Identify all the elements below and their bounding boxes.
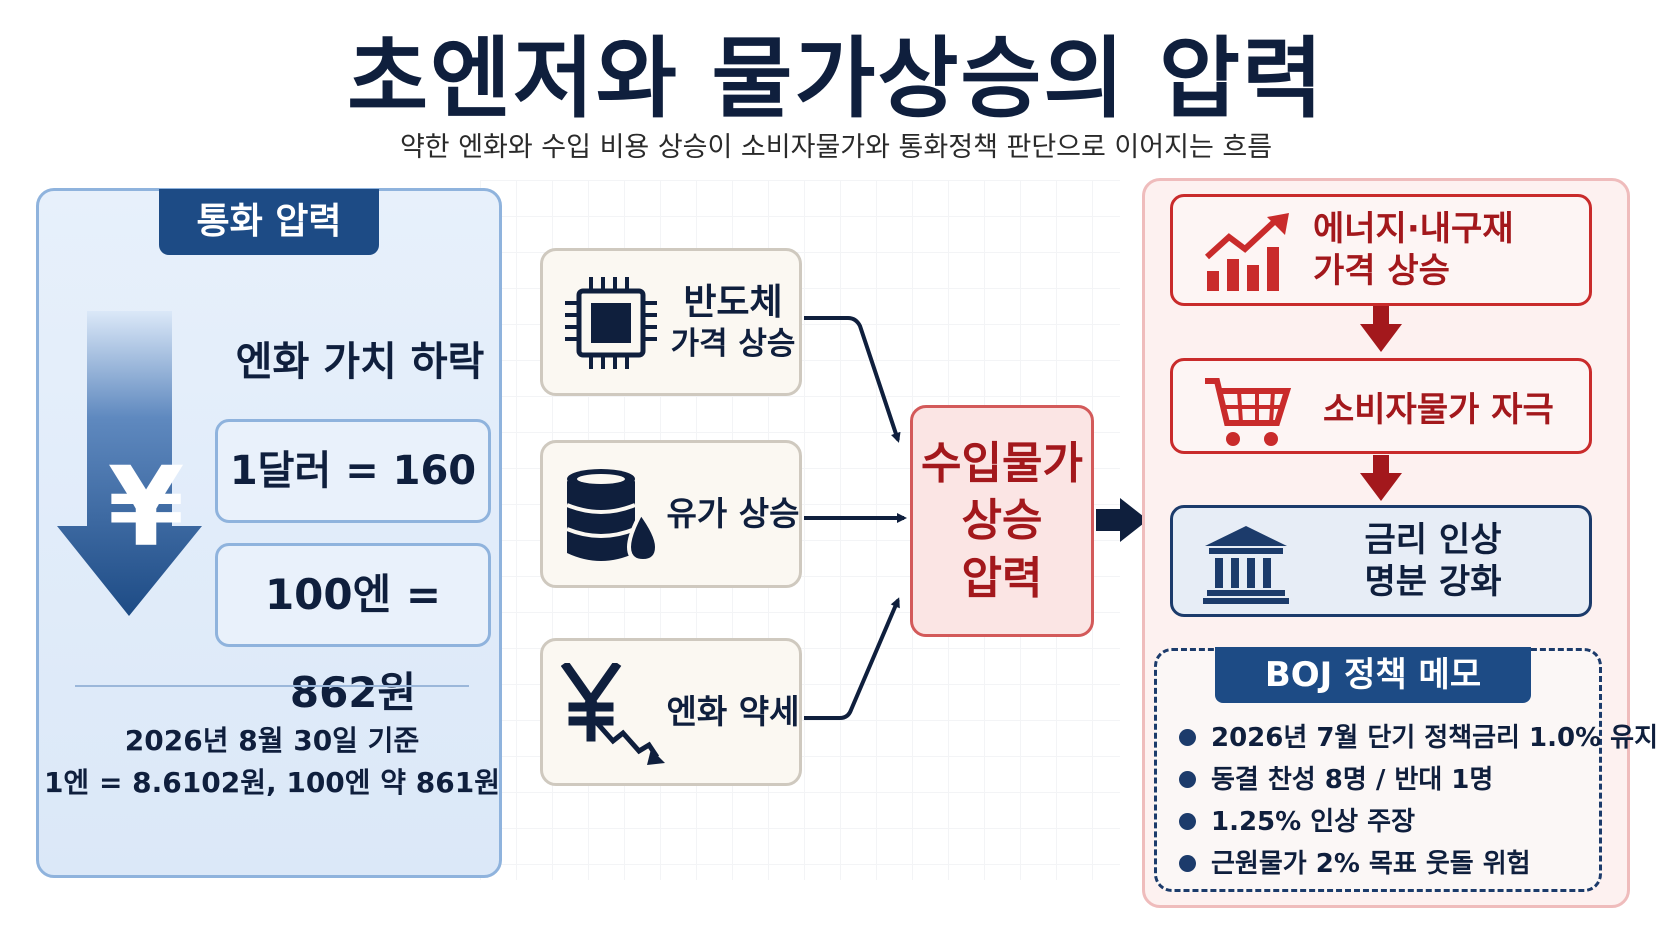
center-label: 수입물가 xyxy=(921,438,1083,490)
memo-item: 근원물가 2% 목표 웃돌 위험 xyxy=(1175,843,1658,885)
effect-label: 에너지·내구재 xyxy=(1313,208,1514,249)
rising-chart-icon xyxy=(1204,213,1289,291)
down-arrow-1 xyxy=(1360,306,1402,352)
divider xyxy=(75,685,469,687)
cause-semiconductor: 반도체 가격 상승 xyxy=(540,248,802,396)
cause-label: 가격 상승 xyxy=(670,326,796,363)
krw-rate-box: 100엔 = 862원 xyxy=(215,543,491,717)
memo-item: 동결 찬성 8명 / 반대 1명 xyxy=(1175,759,1658,801)
effect-rate-hike: 금리 인상 명분 강화 xyxy=(1170,505,1592,617)
flow-arrow-yen xyxy=(804,597,900,720)
yen-value-heading: 엔화 가치 하락 xyxy=(235,339,485,385)
effect-label: 가격 상승 xyxy=(1313,251,1450,291)
import-price-pressure-box: 수입물가 상승 압력 xyxy=(910,405,1094,637)
cart-icon xyxy=(1205,378,1292,446)
effect-label: 명분 강화 xyxy=(1364,562,1502,602)
flow-arrow-chip xyxy=(804,316,901,443)
effect-energy-durables: 에너지·내구재 가격 상승 xyxy=(1170,194,1592,306)
cause-label: 반도체 xyxy=(683,282,783,324)
down-arrow-2 xyxy=(1360,455,1402,501)
panel-tab-label: 통화 압력 xyxy=(159,189,379,255)
page-title: 초엔저와 물가상승의 압력 xyxy=(347,27,1325,130)
effect-label: 소비자물가 자극 xyxy=(1323,389,1554,430)
flow-arrow-to-effects xyxy=(1096,498,1148,542)
page-subtitle: 약한 엔화와 수입 비용 상승이 소비자물가와 통화정책 판단으로 이어지는 흐… xyxy=(399,132,1273,163)
effect-label: 금리 인상 xyxy=(1364,519,1502,560)
currency-pressure-panel: 통화 압력 ¥ 엔화 가치 하락 1달러 = 160엔 100엔 = 862원 … xyxy=(36,188,502,878)
down-arrow-icon xyxy=(57,311,202,616)
cause-oil: 유가 상승 xyxy=(540,440,802,588)
cause-label: 엔화 약세 xyxy=(666,692,800,732)
memo-item: 2026년 7월 단기 정책금리 1.0% 유지 xyxy=(1175,717,1658,759)
memo-list: 2026년 7월 단기 정책금리 1.0% 유지 동결 찬성 8명 / 반대 1… xyxy=(1175,717,1658,885)
cause-yen-weak: 엔화 약세 xyxy=(540,638,802,786)
center-label: 상승 xyxy=(961,495,1043,547)
oil-barrel-icon xyxy=(566,469,660,564)
bank-icon xyxy=(1203,526,1289,604)
cause-label: 유가 상승 xyxy=(666,494,800,534)
memo-item: 1.25% 인상 주장 xyxy=(1175,801,1658,843)
chip-icon xyxy=(565,277,657,369)
yen-down-icon xyxy=(561,663,665,765)
effect-cpi: 소비자물가 자극 xyxy=(1170,358,1592,454)
basis-date: 2026년 8월 30일 기준 xyxy=(124,724,420,757)
boj-policy-memo: BOJ 정책 메모 2026년 7월 단기 정책금리 1.0% 유지 동결 찬성… xyxy=(1154,647,1658,892)
center-label: 압력 xyxy=(961,552,1043,604)
basis-rate: 1엔 = 8.6102원, 100엔 약 861원 xyxy=(43,766,501,799)
usd-rate-box: 1달러 = 160엔 xyxy=(215,419,491,592)
memo-title: BOJ 정책 메모 xyxy=(1215,647,1531,703)
yen-symbol: ¥ xyxy=(107,443,185,571)
